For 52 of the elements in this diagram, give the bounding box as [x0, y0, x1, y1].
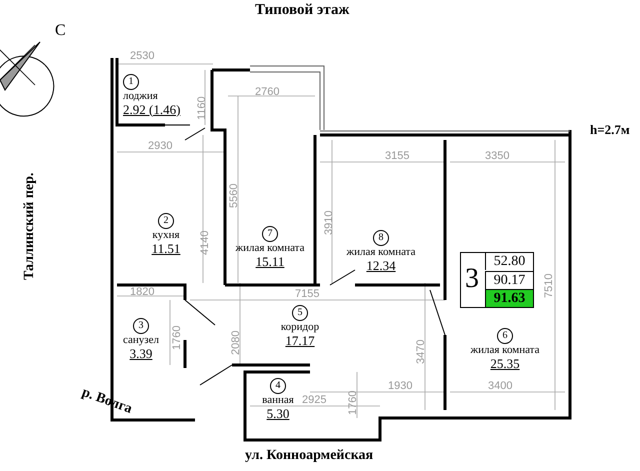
dimension-label: 1930	[388, 380, 412, 392]
room-area: 11.51	[152, 242, 180, 257]
room-area: 3.39	[130, 346, 152, 362]
room-name: лоджия	[123, 90, 158, 103]
dimension-label: 7155	[295, 288, 320, 300]
room-name: жилая комната	[346, 246, 416, 259]
dimension-label: 3910	[323, 210, 335, 235]
apartment-area-table	[460, 252, 534, 308]
title: Типовой этаж	[255, 2, 350, 19]
room-number: 6	[497, 328, 513, 344]
room-count: 3	[464, 263, 480, 296]
dimension-label: 2080	[230, 330, 242, 355]
room-area: 5.30	[266, 406, 290, 422]
street-name: Таллинский пер.	[22, 172, 38, 280]
room-name: санузел	[122, 334, 159, 347]
room-number: 5	[292, 305, 308, 321]
dimension-label: 3400	[488, 380, 512, 392]
dimension-label: 1820	[130, 286, 154, 298]
room-number: 7	[262, 226, 278, 242]
dimension-label: 2925	[302, 394, 326, 406]
room-number: 1	[123, 74, 139, 90]
dimension-label: 2530	[130, 50, 154, 62]
room-name: кухня	[152, 229, 180, 242]
ceiling-height-note: h=2.7м	[590, 122, 630, 138]
dimension-label: 5560	[228, 184, 240, 208]
street-name: ул. Конноармейская	[245, 448, 374, 464]
dimension-label: 2760	[255, 86, 280, 98]
room-area: 2.92 (1.46)	[123, 102, 180, 118]
room-number: 3	[133, 318, 149, 334]
dimension-label: 4140	[199, 230, 211, 255]
dimension-label: 1160	[196, 96, 208, 120]
room-number: 4	[270, 378, 286, 394]
dimension-label: 3155	[385, 150, 410, 162]
room-number: 2	[158, 213, 174, 229]
room-name: жилая комната	[235, 242, 304, 255]
dimension-label: 1760	[347, 390, 359, 415]
room-name: ванная	[262, 394, 294, 407]
area-value: 52.80	[485, 253, 533, 270]
area-value: 91.63	[485, 289, 533, 307]
dimension-label: 3350	[485, 150, 510, 162]
dimension-label: 1760	[171, 326, 183, 350]
dimension-label: 7510	[543, 274, 555, 298]
compass-letter: С	[55, 22, 66, 40]
room-area: 17.17	[285, 334, 315, 349]
dimension-label: 3470	[415, 340, 427, 364]
room-area: 25.35	[490, 356, 520, 372]
dimension-label: 2930	[148, 140, 172, 152]
room-area: 12.34	[366, 258, 396, 274]
room-number: 8	[373, 230, 389, 246]
room-name: коридор	[280, 321, 320, 334]
room-name: жилая комната	[470, 344, 540, 357]
room-area: 15.11	[256, 254, 284, 270]
